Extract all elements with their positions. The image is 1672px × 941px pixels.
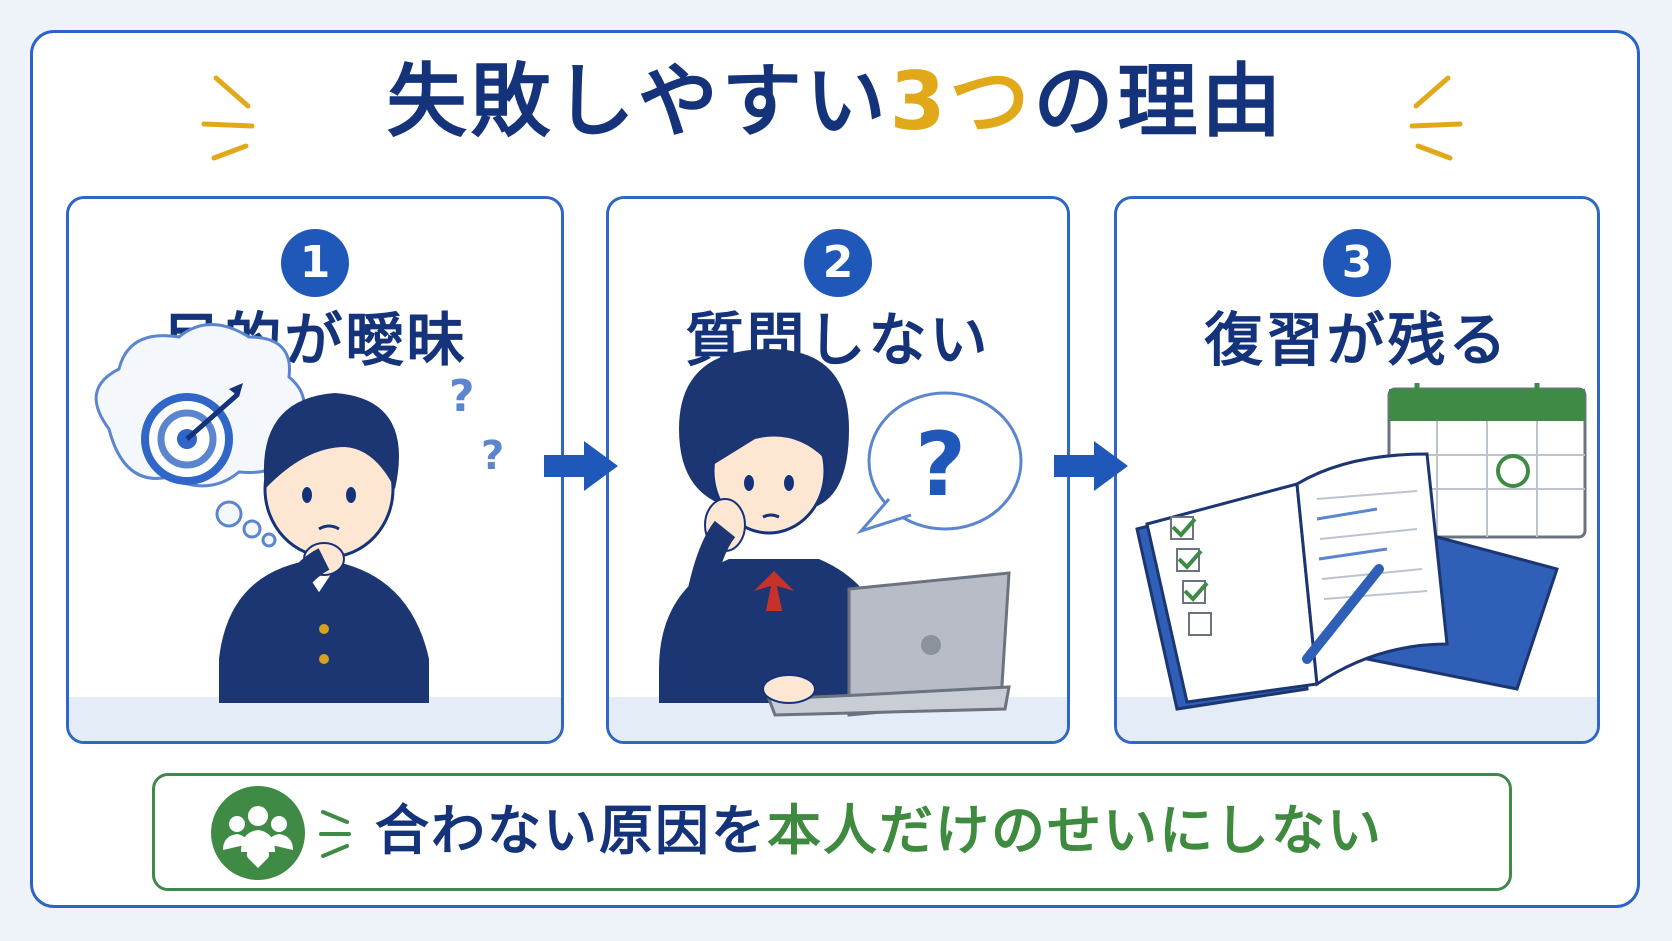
people-heart-icon bbox=[211, 786, 305, 880]
reason-card-2: 2 質問しない ? bbox=[606, 196, 1070, 744]
notebook-icon bbox=[1135, 452, 1449, 711]
confused-boy-illustration: ? ? bbox=[94, 323, 504, 703]
arrow-right-icon bbox=[544, 441, 618, 491]
bottom-message-prefix: 合わない原因を bbox=[375, 799, 767, 862]
card-floor bbox=[69, 697, 561, 741]
bottom-message-box: 合わない原因を本人だけのせいにしない bbox=[152, 773, 1512, 891]
right-sparkle-icon bbox=[1409, 75, 1463, 161]
page-title: 失敗しやすい3つの理由 bbox=[0, 62, 1672, 142]
bottom-message: 合わない原因を本人だけのせいにしない bbox=[375, 804, 1383, 858]
calendar-icon bbox=[1387, 383, 1587, 539]
emphasis-lines-icon bbox=[319, 810, 351, 858]
reason-number-badge: 3 bbox=[1323, 229, 1391, 297]
reason-number-badge: 2 bbox=[804, 229, 872, 297]
left-sparkle-icon bbox=[201, 75, 255, 161]
question-mark-icon: ? bbox=[449, 371, 475, 422]
question-mark-icon: ? bbox=[481, 433, 504, 479]
reason-card-3: 3 復習が残る bbox=[1114, 196, 1600, 744]
reason-title: 復習が残る bbox=[1204, 306, 1510, 374]
reason-number-badge: 1 bbox=[281, 229, 349, 297]
hesitant-girl-illustration: ? bbox=[659, 349, 1023, 717]
study-materials-illustration bbox=[1135, 383, 1587, 711]
reason-card-1: 1 目的が曖昧 ? ? bbox=[66, 196, 564, 744]
speech-bubble bbox=[856, 391, 1023, 535]
laptop-icon bbox=[766, 571, 1011, 717]
question-mark-icon: ? bbox=[915, 413, 966, 516]
title-main: 失敗しやすい bbox=[386, 55, 890, 148]
arrow-right-icon bbox=[1054, 441, 1128, 491]
bottom-message-highlight: 本人だけのせいにしない bbox=[767, 799, 1383, 862]
title-accent: 3つ bbox=[889, 55, 1034, 148]
target-icon bbox=[141, 383, 243, 485]
title-tail: の理由 bbox=[1033, 55, 1286, 148]
